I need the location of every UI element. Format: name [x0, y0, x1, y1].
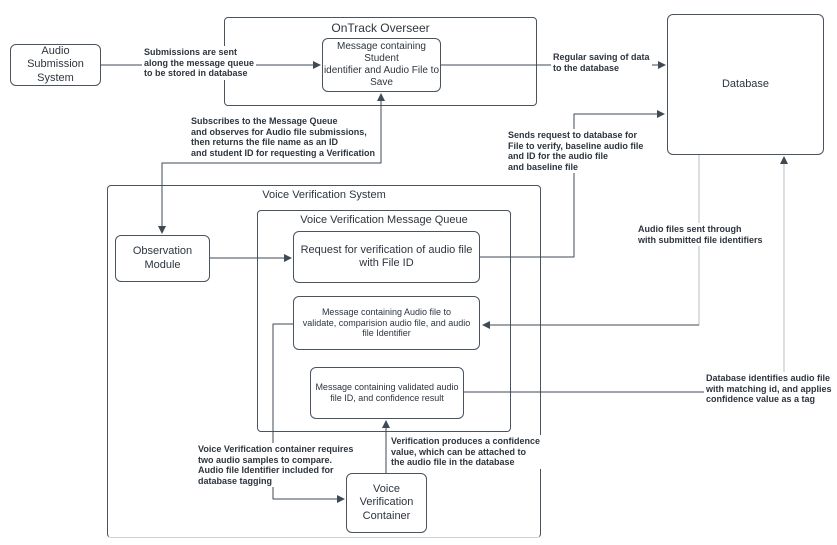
node-ontrack-message: Message containing Student identifier an…	[322, 38, 441, 92]
arrowhead-into-voice-verification-container	[337, 495, 345, 503]
edge-label-vvc-requires: Voice Verification container requires tw…	[196, 443, 356, 488]
node-observation-module: Observation Module	[115, 235, 210, 282]
arrowhead-into-request-box	[284, 254, 292, 262]
voice-verification-message-queue-title: Voice Verification Message Queue	[300, 214, 468, 226]
arrowhead-into-ontrack-message-bottom	[377, 93, 385, 101]
edge-label-database-identifies: Database identifies audio file with matc…	[704, 372, 834, 406]
arrowhead-into-database-bottom	[780, 156, 788, 164]
edge-vvc-requires	[272, 323, 337, 500]
voice-verification-system-title: Voice Verification System	[262, 189, 386, 201]
node-request-verification: Request for verification of audio file w…	[293, 231, 480, 283]
edge-subscribes	[161, 100, 382, 226]
arrowhead-into-ontrack-message	[313, 61, 321, 69]
arrowhead-into-database-left-bottom	[657, 110, 665, 118]
node-voice-verification-container: Voice Verification Container	[346, 473, 427, 533]
node-database: Database	[667, 14, 824, 155]
edge-label-audio-files-sent: Audio files sent through with submitted …	[636, 223, 765, 247]
edge-label-submissions-sent: Submissions are sent along the message q…	[142, 46, 257, 80]
node-message-audio-to-validate: Message containing Audio file to validat…	[293, 296, 480, 350]
arrowhead-into-database-left-top	[658, 61, 666, 69]
edge-label-regular-saving: Regular saving of data to the database	[551, 51, 652, 75]
arrowhead-into-message-audio-to-validate	[482, 321, 490, 329]
container-voice-verification-system: Voice Verification System	[107, 185, 541, 538]
edge-label-subscribes: Subscribes to the Message Queue and obse…	[189, 115, 378, 160]
edge-label-verification-produces: Verification produces a confidence value…	[389, 435, 543, 469]
node-audio-submission-system: Audio Submission System	[10, 44, 101, 86]
edge-sends-request	[480, 113, 657, 258]
arrowhead-into-observation-module	[158, 226, 166, 234]
container-voice-verification-message-queue: Voice Verification Message Queue	[257, 210, 511, 432]
node-message-validated-audio: Message containing validated audio file …	[310, 367, 464, 419]
ontrack-overseer-title: OnTrack Overseer	[331, 21, 430, 35]
edge-label-sends-request: Sends request to database for File to ve…	[506, 129, 646, 174]
arrowhead-into-message-validated-audio	[382, 420, 390, 428]
